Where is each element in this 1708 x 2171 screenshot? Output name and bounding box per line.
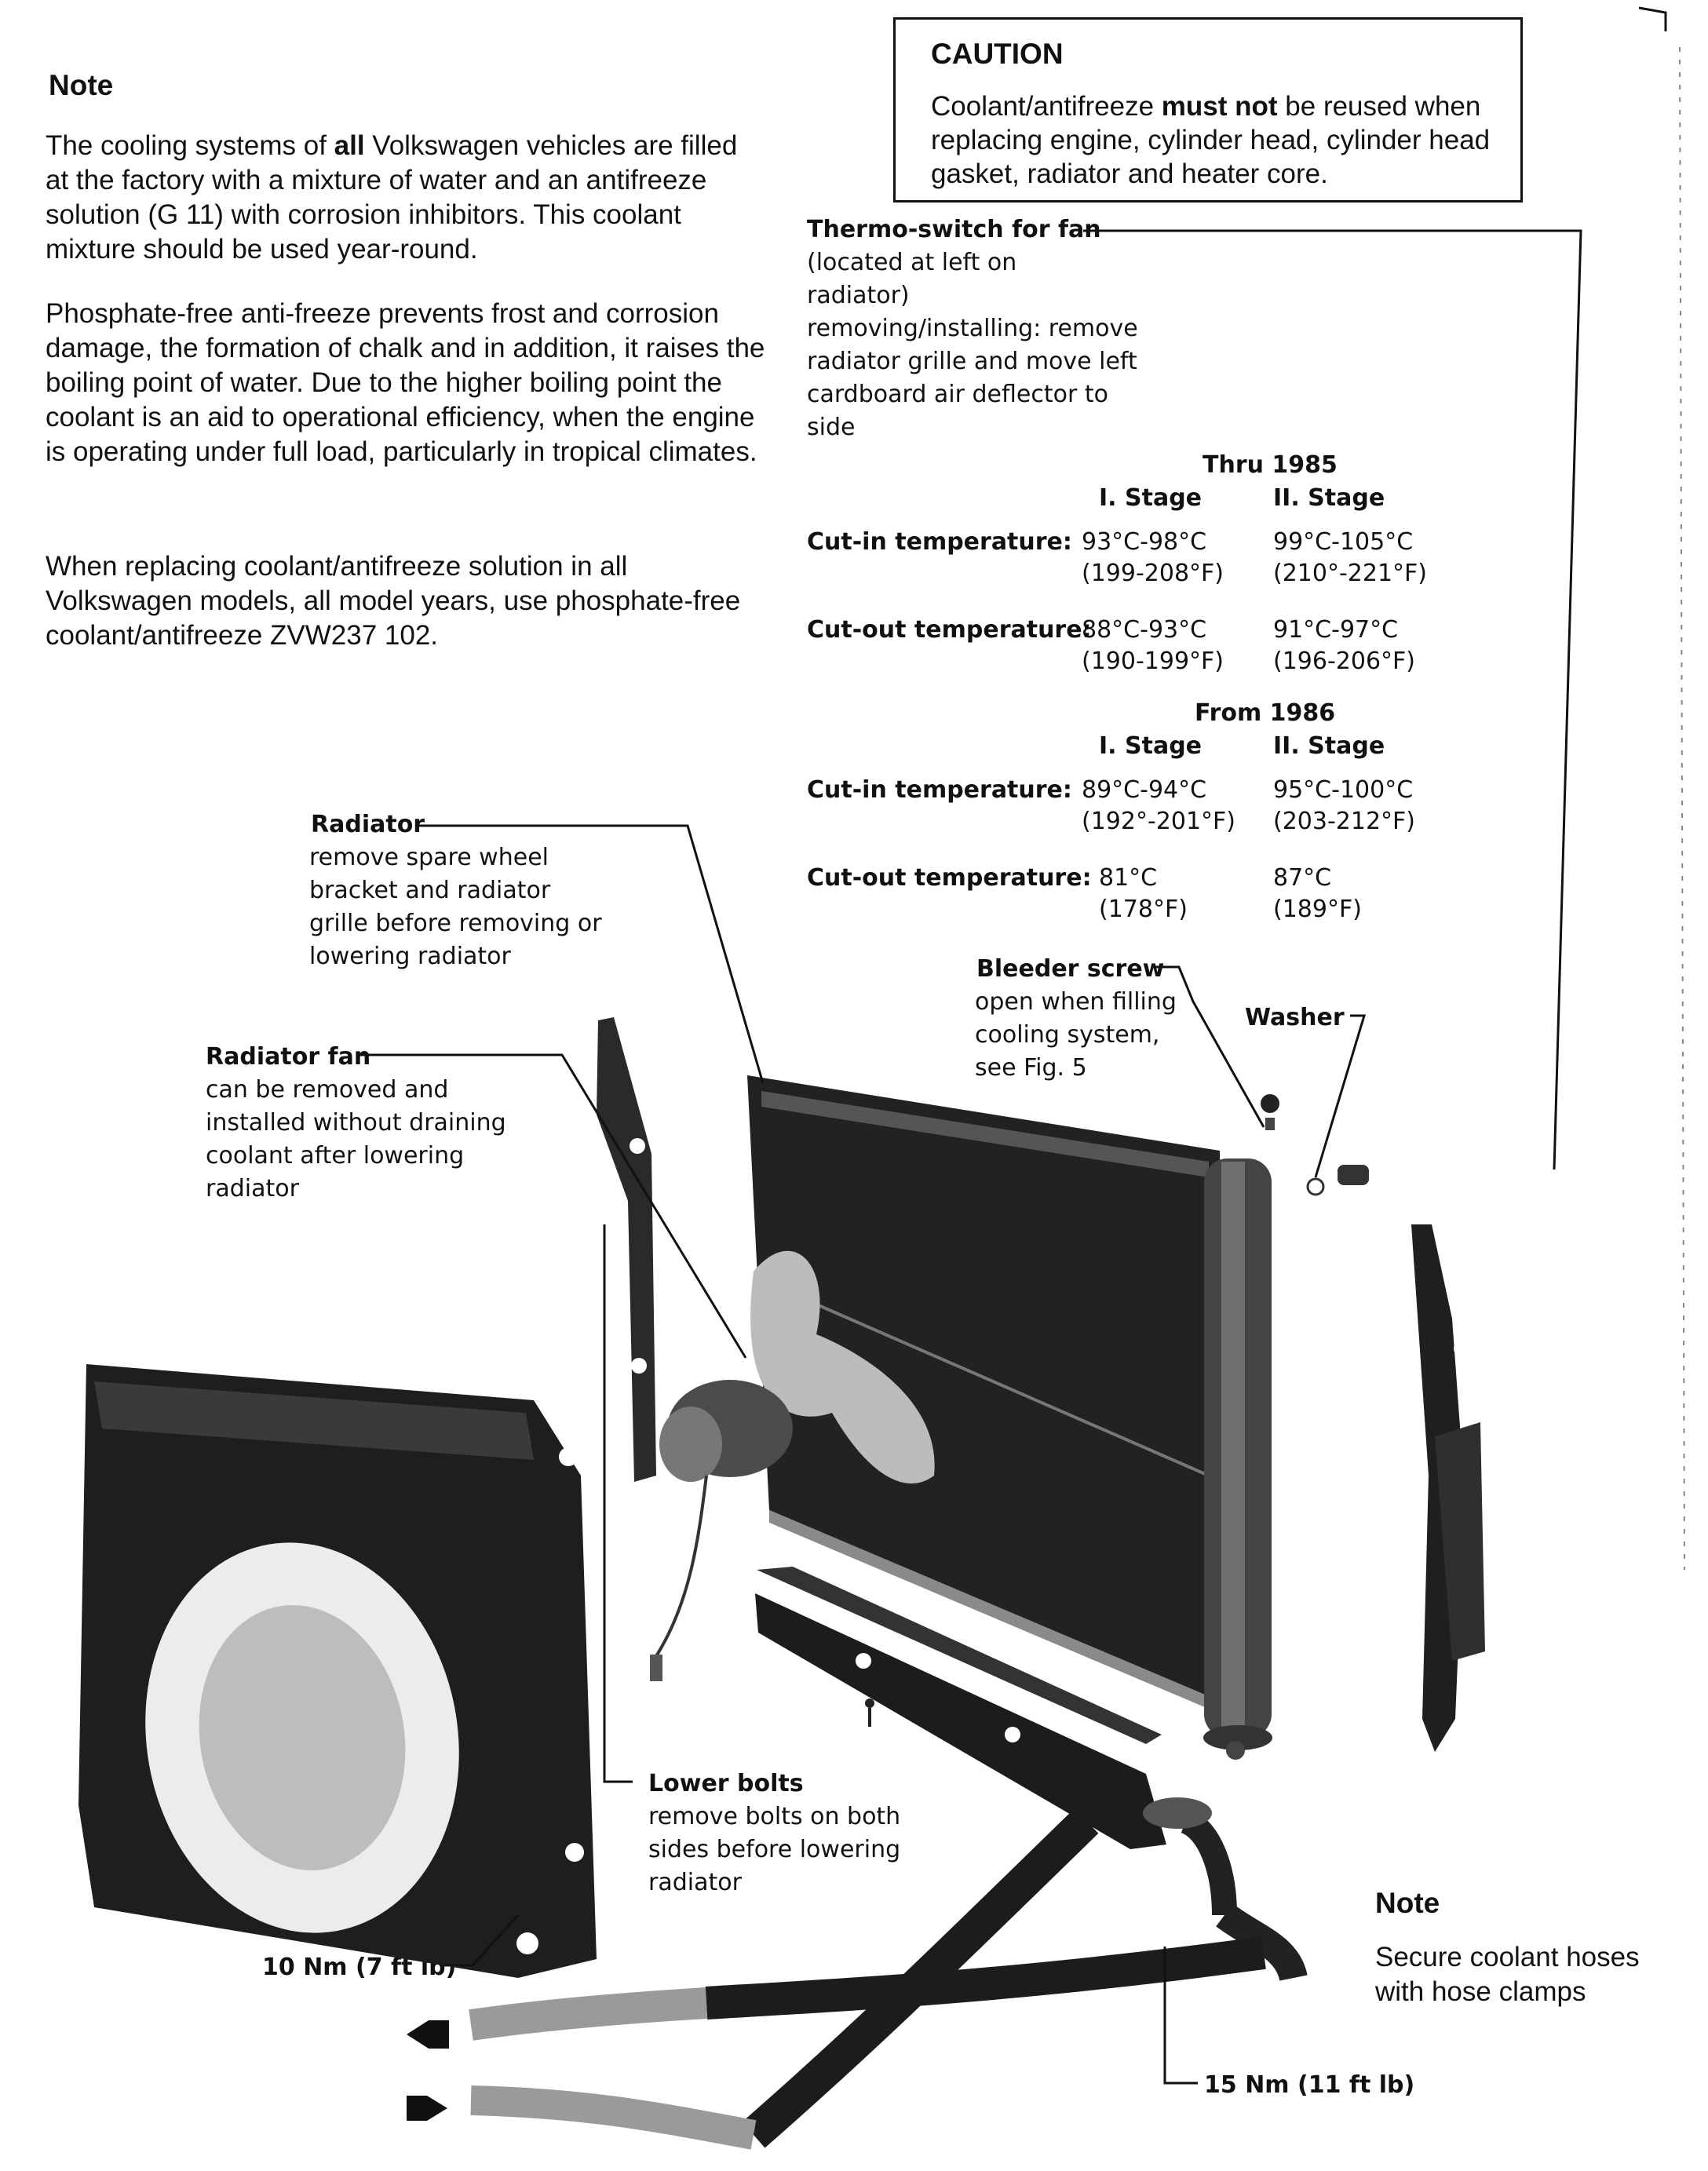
cut-in-stage-1-c: 89°C-94°C bbox=[1082, 776, 1207, 804]
leader-lower-bolts bbox=[603, 1224, 633, 1783]
radiator-line: bracket and radiator bbox=[309, 877, 551, 904]
radiator-fan-line: coolant after lowering bbox=[206, 1142, 465, 1169]
bleeder-screw-line: open when filling bbox=[975, 988, 1177, 1016]
lower-bolt-part bbox=[865, 1698, 874, 1708]
thermo-switch-line: (located at left on bbox=[807, 249, 1017, 276]
cut-out-stage-2-f: (196-206°F) bbox=[1273, 648, 1416, 675]
cut-in-stage-1-f: (199-208°F) bbox=[1082, 560, 1224, 587]
washer-part bbox=[1306, 1177, 1325, 1196]
leader-radiator bbox=[416, 824, 765, 1084]
note-paragraph-2: Phosphate-free anti-freeze prevents fros… bbox=[46, 298, 765, 467]
note-text: Volkswagen vehicles are filled at the fa… bbox=[46, 130, 738, 265]
note-right-line: Secure coolant hoses bbox=[1375, 1942, 1640, 1972]
stage-2-heading: II. Stage bbox=[1273, 484, 1385, 512]
radiator-fan-line: radiator bbox=[206, 1175, 299, 1202]
lower-bolts-line: remove bolts on both bbox=[648, 1803, 901, 1830]
cut-in-label: Cut-in temperature: bbox=[807, 528, 1072, 556]
cut-in-stage-2-f: (203-212°F) bbox=[1273, 808, 1416, 835]
cut-out-stage-1-c: 88°C-93°C bbox=[1082, 616, 1207, 644]
bleeder-screw-line: see Fig. 5 bbox=[975, 1054, 1087, 1082]
cut-in-stage-1-c: 93°C-98°C bbox=[1082, 528, 1207, 556]
thermo-switch-line: removing/installing: remove bbox=[807, 315, 1138, 342]
radiator-line: remove spare wheel bbox=[309, 844, 549, 871]
note-emphasis: all bbox=[334, 130, 365, 161]
leader-torque-10nm bbox=[444, 1914, 520, 1967]
scan-edge bbox=[1679, 46, 1685, 1571]
bottom-seal-strips bbox=[755, 1567, 1166, 1849]
bolt-part bbox=[1226, 1741, 1245, 1760]
cut-out-stage-1-c: 81°C bbox=[1099, 864, 1158, 892]
note-right-heading: Note bbox=[1375, 1887, 1440, 1919]
right-air-deflector bbox=[1411, 1224, 1485, 1752]
radiator-line: grille before removing or bbox=[309, 910, 602, 937]
thermo-switch-title: Thermo-switch for fan bbox=[807, 216, 1101, 243]
lower-bolts-line: sides before lowering bbox=[648, 1836, 901, 1863]
leader-washer bbox=[1314, 1014, 1367, 1178]
thermo-switch-part bbox=[1338, 1165, 1369, 1185]
leader-bleeder-screw bbox=[1154, 965, 1265, 1128]
caution-emphasis: must not bbox=[1161, 91, 1278, 122]
note-heading: Note bbox=[49, 69, 114, 101]
lower-bolts-title: Lower bolts bbox=[648, 1770, 804, 1797]
thermo-switch-line: side bbox=[807, 414, 856, 441]
from-1986-heading: From 1986 bbox=[1195, 699, 1336, 727]
leader-radiator-fan bbox=[358, 1053, 747, 1359]
leader-torque-15nm bbox=[1163, 1947, 1198, 2085]
caution-box bbox=[893, 17, 1523, 203]
bleeder-screw-title: Bleeder screw bbox=[976, 955, 1165, 983]
cut-out-stage-1-f: (178°F) bbox=[1099, 896, 1188, 923]
fan-assembly bbox=[650, 1250, 935, 1681]
coolant-hoses bbox=[469, 1797, 1308, 2150]
thermo-switch-line: cardboard air deflector to bbox=[807, 381, 1108, 408]
radiator-side-tank bbox=[1203, 1158, 1272, 1750]
bleeder-screw-line: cooling system, bbox=[975, 1021, 1160, 1049]
cut-out-stage-2-c: 91°C-97°C bbox=[1273, 616, 1399, 644]
flow-arrow-out-icon bbox=[407, 2020, 449, 2049]
radiator-title: Radiator bbox=[311, 811, 425, 838]
cut-out-label: Cut-out temperature: bbox=[807, 616, 1092, 644]
note-paragraph-3: When replacing coolant/antifreeze soluti… bbox=[46, 551, 741, 651]
left-deflector-strip bbox=[597, 1017, 656, 1482]
cut-out-label: Cut-out temperature: bbox=[807, 864, 1092, 892]
thermo-switch-line: radiator grille and move left bbox=[807, 348, 1137, 375]
thermo-switch-line: radiator) bbox=[807, 282, 910, 309]
cut-in-stage-2-f: (210°-221°F) bbox=[1273, 560, 1428, 587]
torque-15nm: 15 Nm (11 ft lb) bbox=[1204, 2071, 1415, 2099]
bleeder-screw-part bbox=[1261, 1094, 1279, 1113]
cut-out-stage-2-f: (189°F) bbox=[1273, 896, 1362, 923]
radiator-fan-line: installed without draining bbox=[206, 1109, 506, 1137]
note-text: The cooling systems of bbox=[46, 130, 334, 161]
margin-mark bbox=[1638, 6, 1667, 31]
stage-2-heading: II. Stage bbox=[1273, 732, 1385, 760]
caution-text-part: Coolant/antifreeze bbox=[931, 91, 1162, 122]
caution-text-part: be reused when replacing engine, cylinde… bbox=[931, 91, 1491, 189]
cut-in-stage-1-f: (192°-201°F) bbox=[1082, 808, 1236, 835]
cut-out-stage-1-f: (190-199°F) bbox=[1082, 648, 1224, 675]
flow-arrow-in-icon bbox=[407, 2096, 447, 2121]
leader-thermo-switch bbox=[1083, 229, 1582, 1170]
stage-1-heading: I. Stage bbox=[1099, 732, 1203, 760]
note-right-line: with hose clamps bbox=[1375, 1976, 1586, 2007]
caution-title: CAUTION bbox=[931, 38, 1064, 70]
radiator-line: lowering radiator bbox=[309, 943, 511, 970]
radiator-fan-title: Radiator fan bbox=[206, 1043, 371, 1071]
cut-in-stage-2-c: 95°C-100°C bbox=[1273, 776, 1414, 804]
lower-bolts-line: radiator bbox=[648, 1869, 742, 1896]
radiator-fan-line: can be removed and bbox=[206, 1076, 449, 1104]
bleeder-screw-shank bbox=[1265, 1118, 1275, 1130]
cut-out-stage-2-c: 87°C bbox=[1273, 864, 1332, 892]
thru-1985-heading: Thru 1985 bbox=[1203, 451, 1338, 479]
washer-title: Washer bbox=[1245, 1004, 1345, 1031]
note-paragraph-1: The cooling systems of all Volkswagen ve… bbox=[46, 129, 768, 267]
fan-shroud bbox=[78, 1364, 597, 1978]
radiator-core bbox=[747, 1075, 1221, 1714]
stage-1-heading: I. Stage bbox=[1099, 484, 1203, 512]
cut-in-label: Cut-in temperature: bbox=[807, 776, 1072, 804]
cut-in-stage-2-c: 99°C-105°C bbox=[1273, 528, 1414, 556]
caution-text: Coolant/antifreeze must not be reused wh… bbox=[931, 89, 1512, 191]
